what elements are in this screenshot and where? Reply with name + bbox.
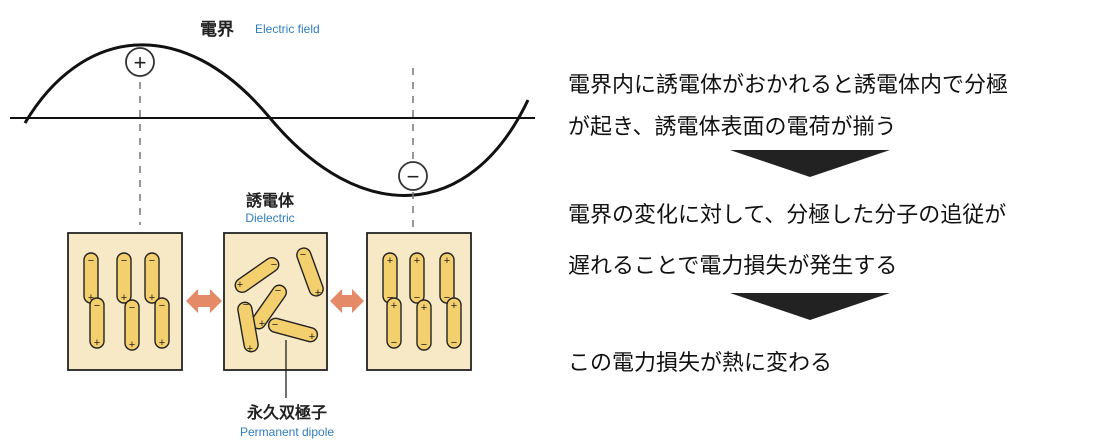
svg-text:−: − <box>421 339 427 351</box>
svg-text:+: + <box>247 343 253 355</box>
svg-text:+: + <box>149 292 155 304</box>
svg-text:−: − <box>444 292 450 304</box>
right-box-charges: +− +− +− +− +− +− <box>387 255 457 351</box>
svg-text:+: + <box>129 339 135 351</box>
minus-circle <box>398 161 428 191</box>
dielectric-label-jp: 誘電体 <box>246 191 295 210</box>
svg-text:−: − <box>121 255 127 267</box>
svg-text:−: − <box>94 300 100 312</box>
step1-down-arrow-icon <box>730 150 890 177</box>
svg-text:+: + <box>387 255 393 267</box>
svg-text:−: − <box>451 337 457 349</box>
svg-text:−: − <box>414 292 420 304</box>
svg-text:−: − <box>129 302 135 314</box>
minus-symbol: − <box>407 164 420 189</box>
svg-text:+: + <box>237 279 243 291</box>
svg-text:−: − <box>243 299 249 311</box>
step1-line2: が起き、誘電体表面の電荷が揃う <box>568 115 897 140</box>
svg-text:−: − <box>387 292 393 304</box>
step2-line2: 遅れることで電力損失が発生する <box>568 254 898 279</box>
svg-text:−: − <box>275 285 281 297</box>
svg-text:+: + <box>315 287 321 299</box>
dielectric-label-en: Dielectric <box>245 211 294 225</box>
svg-text:−: − <box>149 255 155 267</box>
svg-text:−: − <box>272 319 278 331</box>
svg-text:+: + <box>444 255 450 267</box>
svg-text:+: + <box>421 302 427 314</box>
svg-text:−: − <box>391 337 397 349</box>
dipole-label-jp: 永久双極子 <box>246 403 327 422</box>
field-label-en: Electric field <box>255 22 320 36</box>
step3-text: この電力損失が熱に変わる <box>568 351 833 376</box>
explanation-panel: 電界内に誘電体がおかれると誘電体内で分極 が起き、誘電体表面の電荷が揃う 電界の… <box>568 0 1094 443</box>
dipole-label-en: Permanent dipole <box>240 425 334 439</box>
right-double-arrow <box>330 289 364 313</box>
svg-text:−: − <box>300 249 306 261</box>
svg-text:+: + <box>391 300 397 312</box>
svg-text:+: + <box>159 337 165 349</box>
svg-text:−: − <box>88 255 94 267</box>
step1-line1: 電界内に誘電体がおかれると誘電体内で分極 <box>568 73 1009 98</box>
dielectric-diagram: 電界 Electric field + − 誘電体 Dielectric −+ … <box>10 20 535 439</box>
svg-text:+: + <box>259 318 265 330</box>
svg-text:+: + <box>451 300 457 312</box>
plus-circle <box>125 47 155 77</box>
svg-text:+: + <box>88 292 94 304</box>
field-label-jp: 電界 <box>200 20 234 40</box>
step2-line1: 電界の変化に対して、分極した分子の追従が <box>568 203 1007 228</box>
step2-down-arrow-icon <box>730 293 890 320</box>
center-box-dipoles <box>234 247 324 353</box>
right-box-dipoles <box>382 252 462 351</box>
electric-field-wave <box>23 43 530 197</box>
svg-text:−: − <box>159 300 165 312</box>
svg-text:+: + <box>309 331 315 343</box>
left-box-charges: −+ −+ −+ −+ −+ −+ <box>88 255 165 351</box>
svg-text:+: + <box>414 255 420 267</box>
center-box-charges: +− −+ +− −+ −+ <box>237 249 321 355</box>
svg-text:−: − <box>271 259 277 271</box>
svg-text:+: + <box>121 292 127 304</box>
left-double-arrow <box>186 289 222 313</box>
svg-text:+: + <box>94 337 100 349</box>
left-box-dipoles <box>83 252 170 351</box>
plus-symbol: + <box>134 50 147 75</box>
